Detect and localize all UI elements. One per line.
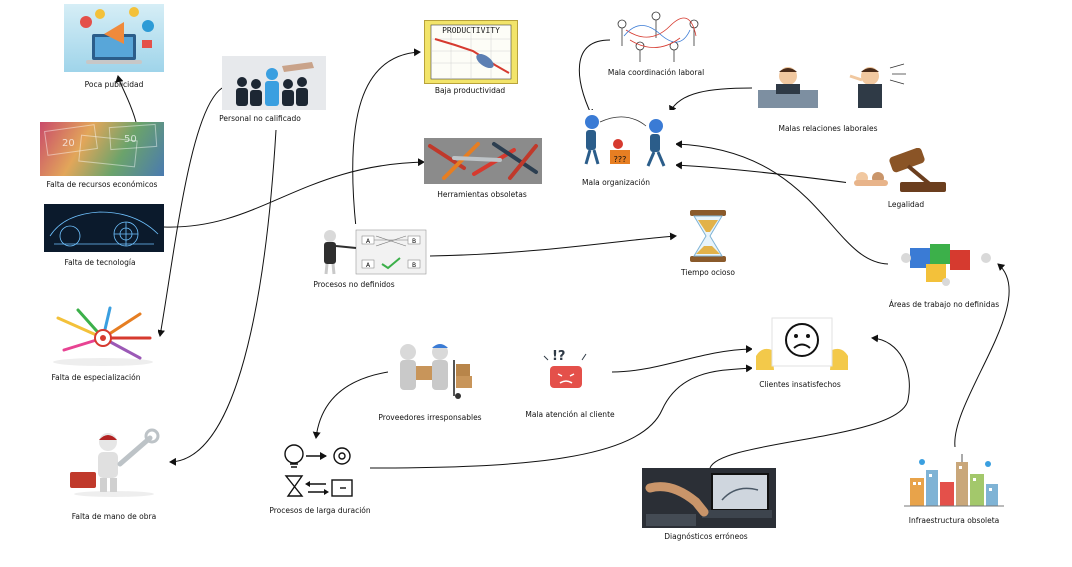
- arrow-legalidad-to-organizacion: [675, 161, 851, 184]
- angry-bubble-icon: !?: [540, 346, 594, 392]
- label-poca-publicidad: Poca publicidad: [84, 80, 144, 89]
- label-falta-mano-obra: Falta de mano de obra: [71, 512, 157, 521]
- delivery-icon: [388, 340, 478, 402]
- puzzle-team-icon: [896, 236, 996, 288]
- label-falta-especializacion: Falta de especialización: [51, 373, 141, 382]
- sad-face-sign-icon: [752, 316, 852, 370]
- label-areas-no-definidas: Áreas de trabajo no definidas: [888, 300, 1000, 309]
- productivity-chart-icon: PRODUCTIVITY: [424, 20, 518, 84]
- label-mala-atencion: Mala atención al cliente: [525, 410, 615, 419]
- chaotic-team-icon: [610, 6, 706, 64]
- label-baja-productividad: Baja productividad: [434, 86, 506, 95]
- svg-text:50: 50: [124, 134, 137, 145]
- target-team-icon: [48, 304, 158, 366]
- mechanic-wrench-icon: [66, 428, 162, 498]
- label-falta-recursos: Falta de recursos económicos: [46, 180, 158, 189]
- label-procesos-larga-duracion: Procesos de larga duración: [269, 506, 371, 515]
- svg-text:???: ???: [614, 155, 627, 164]
- svg-text:20: 20: [62, 138, 75, 149]
- car-diagnostic-laptop-icon: [642, 468, 776, 528]
- marketing-icon: [64, 4, 164, 72]
- label-falta-tecnologia: Falta de tecnología: [64, 258, 136, 267]
- money-icon: 20 50: [40, 122, 164, 176]
- arrow-procesos-to-productividad: [352, 48, 421, 229]
- arrow-atencion-to-clientes: [611, 345, 753, 373]
- tools-icon: [424, 138, 542, 184]
- label-herramientas-obsoletas: Herramientas obsoletas: [437, 190, 527, 199]
- svg-text:PRODUCTIVITY: PRODUCTIVITY: [442, 26, 500, 35]
- arrow-tecnologia-to-herramientas: [163, 158, 425, 228]
- svg-text:A: A: [366, 238, 371, 245]
- process-flow-icon: [280, 440, 360, 502]
- svg-text:B: B: [412, 238, 416, 245]
- label-legalidad: Legalidad: [887, 200, 925, 209]
- arrow-diagnosticos-to-clientes: [709, 334, 910, 469]
- label-tiempo-ocioso: Tiempo ocioso: [681, 268, 735, 277]
- arrow-procesos-to-tiempo: [429, 232, 677, 257]
- arrow-recursos-to-publicidad: [115, 75, 137, 123]
- process-chart-icon: A B A B: [316, 224, 430, 276]
- arrow-proveedores-to-larga: [312, 371, 389, 439]
- label-diagnosticos-erroneos: Diagnósticos erróneos: [664, 532, 748, 541]
- staff-group-icon: [222, 56, 326, 110]
- label-malas-relaciones: Malas relaciones laborales: [778, 124, 878, 133]
- arrow-infra-to-areas: [954, 263, 1010, 448]
- arrow-personal-to-manoobra: [169, 129, 277, 466]
- svg-text:A: A: [366, 262, 371, 269]
- disorganization-icon: ???: [576, 110, 676, 170]
- argument-icon: [754, 62, 910, 110]
- arrow-larga-to-clientes: [369, 364, 753, 469]
- label-proveedores-irresponsables: Proveedores irresponsables: [378, 413, 482, 422]
- arrow-personal-to-especializacion: [157, 87, 223, 337]
- label-personal-no-calificado: Personal no calificado: [219, 114, 301, 123]
- label-procesos-no-definidos: Procesos no definidos: [313, 280, 395, 289]
- label-infraestructura-obsoleta: Infraestructura obsoleta: [908, 516, 1000, 525]
- svg-text:B: B: [412, 262, 416, 269]
- hourglass-icon: [684, 208, 732, 264]
- arrow-areas-to-organizacion: [675, 140, 889, 265]
- label-mala-coordinacion: Mala coordinación laboral: [607, 68, 705, 77]
- svg-text:!?: !?: [552, 349, 565, 364]
- city-buildings-icon: [904, 452, 1004, 508]
- label-mala-organizacion: Mala organización: [582, 178, 650, 187]
- technology-car-icon: [44, 204, 164, 252]
- arrow-relaciones-to-organizacion: [669, 87, 753, 113]
- arrow-coordinacion-to-organizacion: [578, 39, 611, 117]
- gavel-icon: [846, 148, 952, 196]
- label-clientes-insatisfechos: Clientes insatisfechos: [759, 380, 841, 389]
